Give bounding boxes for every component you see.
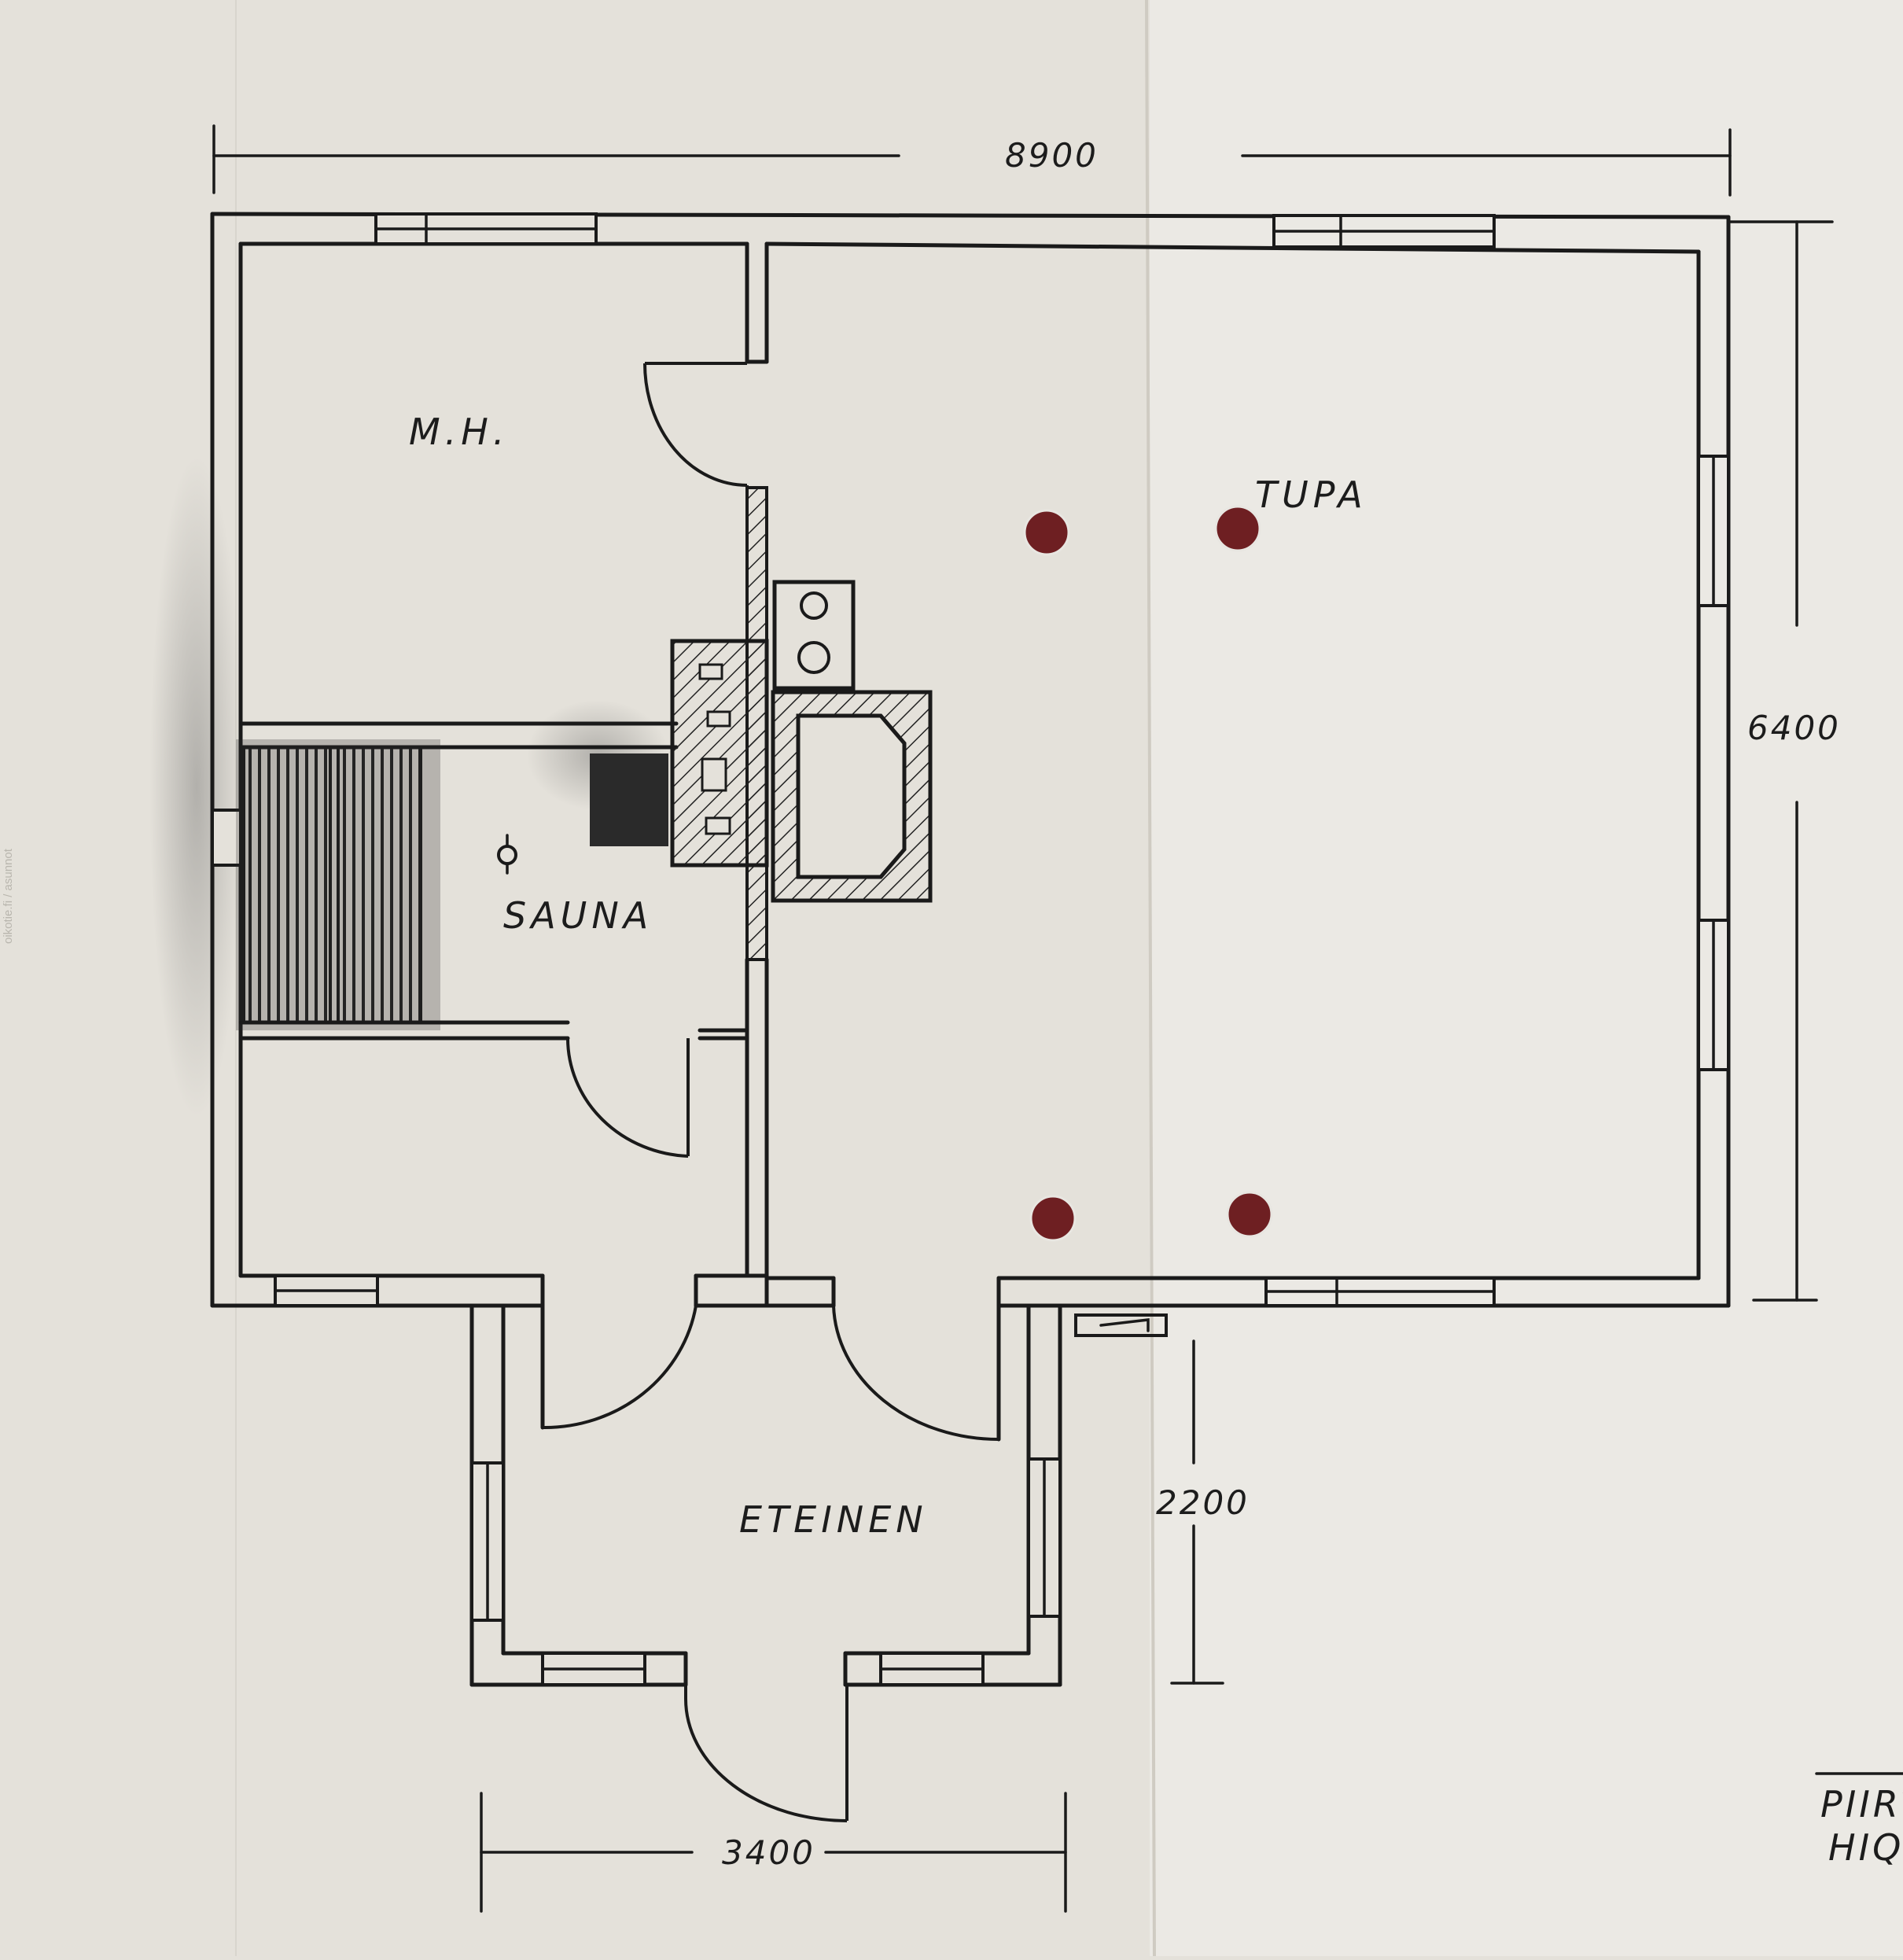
interior-wall-sauna-bottom xyxy=(238,1020,749,1041)
windows xyxy=(211,212,1730,1307)
paper-fold-vertical xyxy=(1145,0,1156,1957)
sauna-stove xyxy=(590,753,668,846)
dimension-right: 6400 xyxy=(1728,220,1841,1302)
dimension-top: 8900 xyxy=(212,124,1732,197)
dimension-width-label: 8900 xyxy=(1005,136,1099,175)
door-sauna xyxy=(565,1037,690,1158)
porch-windows xyxy=(470,1457,1062,1686)
porch-step xyxy=(1074,1313,1168,1337)
dimension-porch-depth-label: 2200 xyxy=(1156,1483,1250,1522)
title-block-line-1: PIIRT xyxy=(1820,1783,1903,1826)
door-porch-right xyxy=(832,1305,999,1441)
title-block-fragment: PIIRT HIQV xyxy=(1815,1772,1903,1869)
door-entrance xyxy=(684,1685,848,1822)
door-mh xyxy=(643,362,749,488)
room-label-mh: M.H. xyxy=(409,411,510,453)
title-block-line-2: HIQV xyxy=(1828,1826,1903,1869)
dimension-porch-width-label: 3400 xyxy=(722,1833,815,1872)
room-label-eteinen: ETEINEN xyxy=(739,1498,928,1541)
door-porch-left xyxy=(542,1305,698,1430)
paper-punch-holes xyxy=(1023,505,1273,1242)
room-label-tupa: TUPA xyxy=(1255,473,1367,516)
thermometer-symbol xyxy=(497,834,517,875)
dimension-porch-depth: 2200 xyxy=(1156,1339,1250,1685)
fireplace-masonry xyxy=(670,639,933,903)
room-label-sauna: SAUNA xyxy=(503,894,653,937)
dimension-bottom: 3400 xyxy=(480,1792,1067,1913)
paper-right-panel xyxy=(1150,0,1903,1956)
sauna-benches xyxy=(236,739,440,1030)
watermark: oikotie.fi / asunnot xyxy=(2,849,15,944)
ink-smudge xyxy=(149,456,244,1117)
dimension-height-label: 6400 xyxy=(1747,709,1841,747)
kitchen-stove xyxy=(772,580,856,691)
